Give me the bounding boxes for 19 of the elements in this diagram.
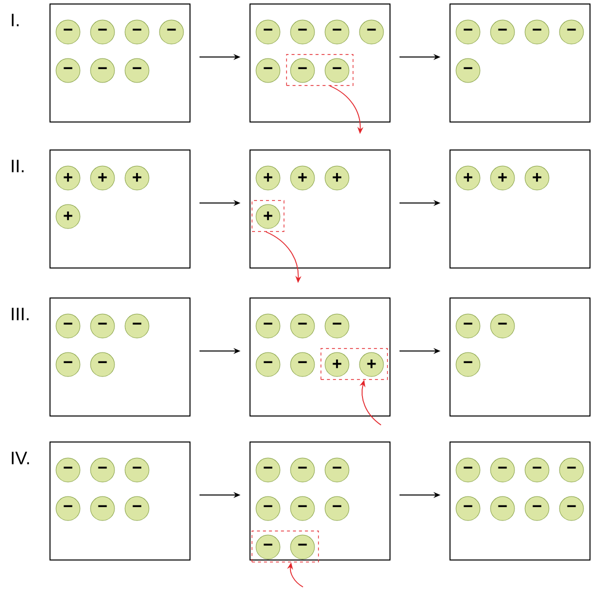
panel-box [50, 442, 190, 560]
row-label: I. [12, 14, 19, 26]
row-label: III. [12, 308, 29, 320]
panel-box [450, 150, 590, 268]
panel-box [50, 150, 190, 268]
panel-box [450, 298, 590, 416]
row-label: II. [12, 160, 24, 172]
row-label: IV. [12, 452, 29, 464]
panel-box [50, 298, 190, 416]
panel-box [450, 4, 590, 122]
selection-box [320, 348, 388, 380]
panel-box [250, 4, 390, 122]
panel-box [450, 442, 590, 560]
panel-box [250, 442, 390, 560]
panel-box [250, 298, 390, 416]
selection-box [286, 54, 354, 86]
panel-box [250, 150, 390, 268]
panel-box [50, 4, 190, 122]
selection-box [252, 530, 319, 562]
